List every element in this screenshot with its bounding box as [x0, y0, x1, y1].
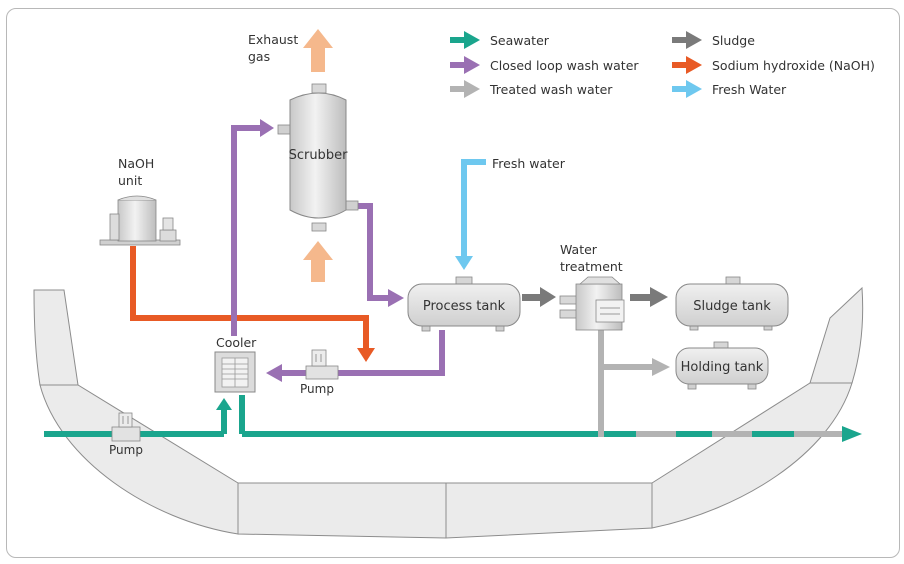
fresh-water-arrow — [455, 256, 473, 270]
legend-item-sludge: Sludge — [672, 31, 755, 49]
treated-water-line — [598, 330, 652, 437]
ship-hull — [33, 286, 864, 539]
hull-right-section — [651, 382, 853, 529]
hull-bottom-right — [445, 482, 653, 539]
hull-bow-left — [33, 289, 79, 386]
discharge-arrow — [842, 426, 862, 442]
holding-tank-label: Holding tank — [681, 360, 764, 375]
water-treatment-label-2: treatment — [560, 259, 623, 274]
fresh-water-line — [461, 159, 486, 258]
sludge-arrow-2 — [630, 287, 668, 307]
process-tank — [407, 276, 521, 332]
legend-label-seawater: Seawater — [490, 33, 550, 48]
cooler-label: Cooler — [216, 335, 257, 350]
sludge-tank-label: Sludge tank — [693, 299, 771, 314]
legend-label-treated: Treated wash water — [489, 82, 613, 97]
legend-item-naoh: Sodium hydroxide (NaOH) — [672, 56, 875, 74]
pump-lower-label: Pump — [109, 443, 143, 457]
scrubber — [277, 83, 359, 232]
exhaust-arrow-in — [303, 241, 333, 282]
fresh-water-label: Fresh water — [492, 156, 566, 171]
naoh-unit — [99, 195, 181, 246]
hull-bottom-left — [237, 482, 447, 539]
legend: Seawater Closed loop wash water Treated … — [450, 31, 875, 98]
exhaust-label-1: Exhaust — [248, 32, 298, 47]
exhaust-arrow-out — [303, 29, 333, 72]
legend-item-fresh-water: Fresh Water — [672, 80, 787, 98]
pump-upper — [305, 349, 339, 380]
legend-item-wash-water: Closed loop wash water — [450, 56, 639, 74]
sludge-tank — [675, 276, 789, 331]
legend-label-naoh: Sodium hydroxide (NaOH) — [712, 58, 875, 73]
sludge-arrow-1 — [522, 287, 556, 307]
hull-left-section — [39, 384, 239, 535]
pump-lower — [111, 412, 141, 442]
seawater-arrow-up — [216, 398, 232, 410]
seawater-line — [44, 395, 794, 437]
wash-to-process-arrow — [388, 289, 404, 307]
exhaust-label-2: gas — [248, 49, 270, 64]
process-tank-label: Process tank — [423, 299, 506, 314]
to-holding-arrow — [652, 358, 670, 376]
wash-to-scrubber-arrow — [260, 119, 274, 137]
legend-label-sludge: Sludge — [712, 33, 755, 48]
legend-item-seawater: Seawater — [450, 31, 550, 49]
water-treatment-unit — [559, 276, 625, 331]
scrubber-label: Scrubber — [289, 148, 348, 163]
naoh-line — [130, 246, 369, 350]
legend-item-treated: Treated wash water — [450, 80, 613, 98]
holding-tank — [675, 341, 769, 390]
water-treatment-label-1: Water — [560, 242, 598, 257]
legend-label-fresh-water: Fresh Water — [712, 82, 787, 97]
hull-stern-right — [809, 286, 864, 384]
legend-label-wash-water: Closed loop wash water — [490, 58, 639, 73]
naoh-unit-label-2: unit — [118, 173, 142, 188]
pump-upper-label: Pump — [300, 382, 334, 396]
naoh-arrow — [357, 348, 375, 362]
wash-to-cooler-arrow — [266, 364, 282, 382]
naoh-unit-label-1: NaOH — [118, 156, 154, 171]
cooler — [214, 351, 256, 393]
